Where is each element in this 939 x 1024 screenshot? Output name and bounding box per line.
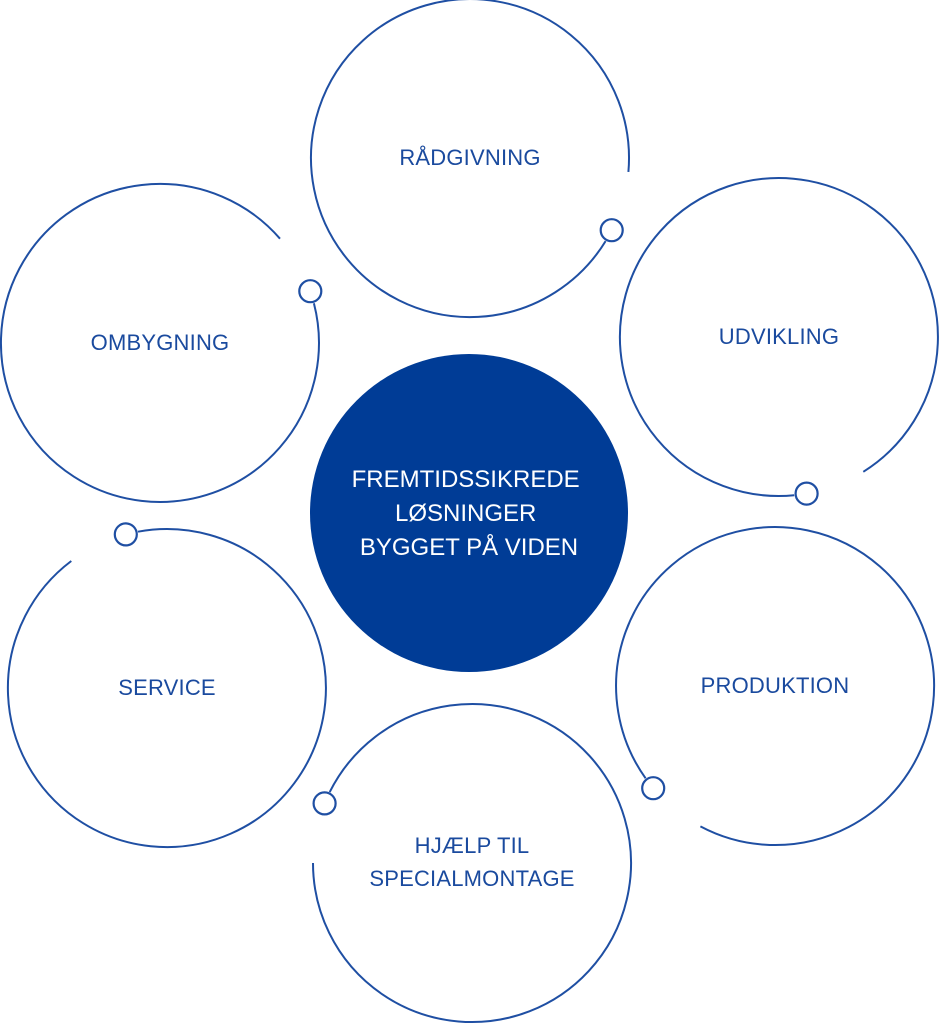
- node-ring-arc: [6, 528, 327, 849]
- node-label: RÅDGIVNING: [399, 145, 540, 170]
- node-label: SERVICE: [118, 675, 216, 700]
- connector-dot-icon: [599, 218, 624, 243]
- connector-dot-icon: [641, 776, 666, 801]
- node-label-line: RÅDGIVNING: [399, 145, 540, 170]
- node-label-line: PRODUKTION: [701, 673, 850, 698]
- center-circle: [310, 354, 628, 672]
- node-label-line: SPECIALMONTAGE: [369, 866, 574, 891]
- node-ring-arc: [312, 703, 632, 1024]
- node-label-line: HJÆLP TIL: [415, 833, 530, 858]
- connector-dot-icon: [794, 481, 819, 506]
- node-label-line: UDVIKLING: [719, 324, 839, 349]
- center-title-line: LØSNINGER: [395, 500, 536, 527]
- node-raadgivning: RÅDGIVNING: [310, 0, 630, 319]
- connector-dot-icon: [113, 522, 138, 547]
- connector-dot-icon: [312, 791, 337, 816]
- node-ring-arc: [0, 182, 320, 503]
- node-ring-arc: [615, 526, 936, 846]
- node-label: PRODUKTION: [701, 673, 850, 698]
- node-produktion: PRODUKTION: [615, 526, 936, 846]
- center-title-line: FREMTIDSSIKREDE: [352, 466, 580, 493]
- center-title-line: BYGGET PÅ VIDEN: [360, 533, 578, 561]
- node-service: SERVICE: [6, 522, 327, 849]
- node-hjaelp-til-specialmontage: HJÆLP TIL SPECIALMONTAGE: [312, 703, 632, 1024]
- node-ring-arc: [619, 177, 939, 497]
- node-label-line: SERVICE: [118, 675, 216, 700]
- center-title: FREMTIDSSIKREDE LØSNINGER BYGGET PÅ VIDE…: [352, 466, 587, 561]
- node-label-line: OMBYGNING: [91, 330, 230, 355]
- node-label: OMBYGNING: [91, 330, 230, 355]
- node-label: HJÆLP TIL SPECIALMONTAGE: [369, 833, 574, 891]
- node-label: UDVIKLING: [719, 324, 839, 349]
- node-ombygning: OMBYGNING: [0, 182, 323, 503]
- node-ring-arc: [310, 0, 630, 319]
- node-udvikling: UDVIKLING: [619, 177, 939, 506]
- connector-dot-icon: [298, 279, 323, 304]
- center-hub: FREMTIDSSIKREDE LØSNINGER BYGGET PÅ VIDE…: [310, 354, 628, 672]
